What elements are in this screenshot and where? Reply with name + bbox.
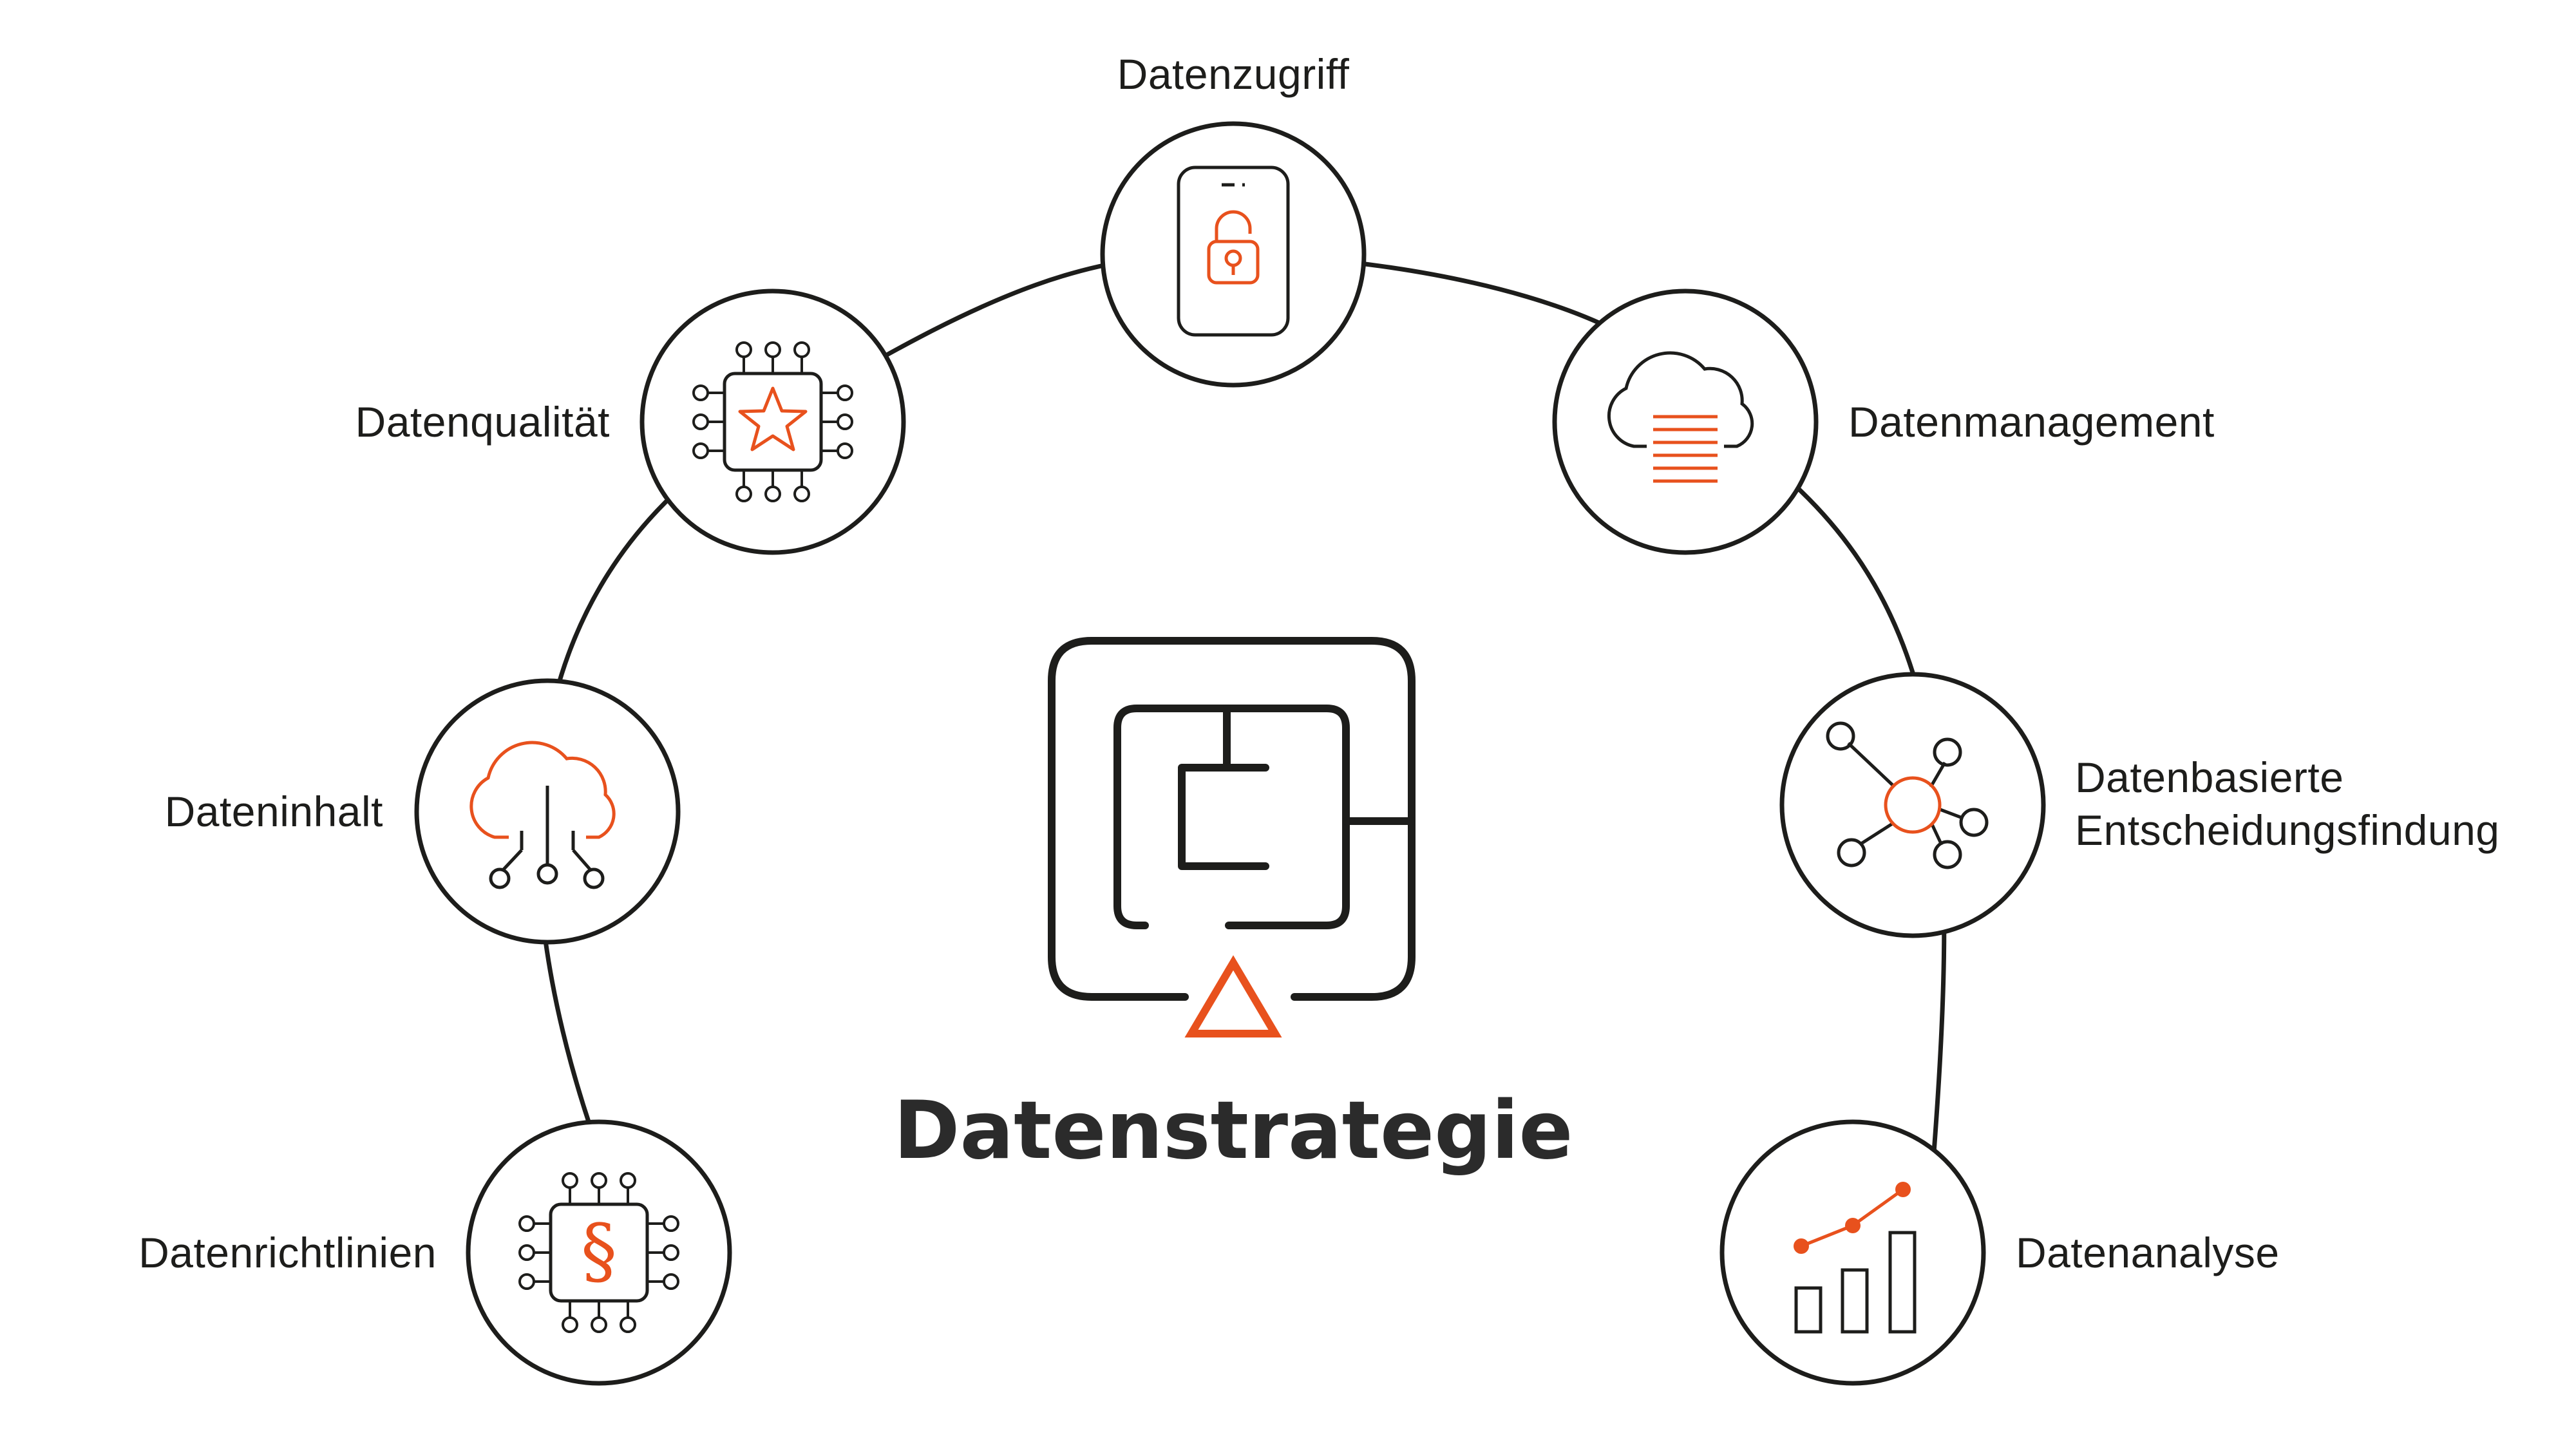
cloud-connections-icon (469, 741, 616, 889)
node-label-line-2: Entscheidungsfindung (2075, 806, 2500, 854)
center-title: Datenstrategie (894, 1084, 1573, 1177)
phone-unlock-icon (1177, 166, 1290, 337)
node-circle (1100, 121, 1367, 388)
node-label: Dateninhalt (165, 788, 383, 835)
node-label-line-1: Datenbasierte (2075, 753, 2344, 801)
chip-paragraph-icon: § (518, 1172, 679, 1333)
bar-chart-trend-icon (1794, 1182, 1917, 1334)
node-label: Datenqualität (355, 398, 610, 446)
node-datenanalyse: Datenanalyse (1719, 1119, 2280, 1386)
node-dateninhalt: Dateninhalt (165, 678, 681, 945)
node-datenqualitaet: Datenqualität (355, 289, 906, 555)
node-label: Datenanalyse (2016, 1229, 2280, 1276)
chip-star-icon (692, 341, 853, 502)
cloud-storage-icon (1607, 351, 1754, 483)
node-circle (1719, 1119, 1986, 1386)
node-label: Datenmanagement (1848, 398, 2215, 446)
node-datenzugriff: Datenzugriff (1100, 50, 1367, 388)
node-label: Datenzugriff (1117, 50, 1350, 98)
node-datenmanagement: Datenmanagement (1552, 289, 2215, 555)
node-circle (466, 1119, 732, 1386)
node-label: Datenrichtlinien (138, 1229, 437, 1276)
node-datenrichtlinien: § Datenrichtlinien (138, 1119, 732, 1386)
node-circle (1779, 672, 2046, 938)
node-datenbasierte-entscheidungsfindung: Datenbasierte Entscheidungsfindung (1779, 672, 2500, 938)
node-circle (1552, 289, 1819, 555)
maze-icon (1048, 637, 1416, 1037)
star-icon (738, 386, 808, 451)
paragraph-sign-icon: § (581, 1209, 617, 1293)
node-circle (639, 289, 906, 555)
network-hub-icon (1826, 721, 1989, 869)
